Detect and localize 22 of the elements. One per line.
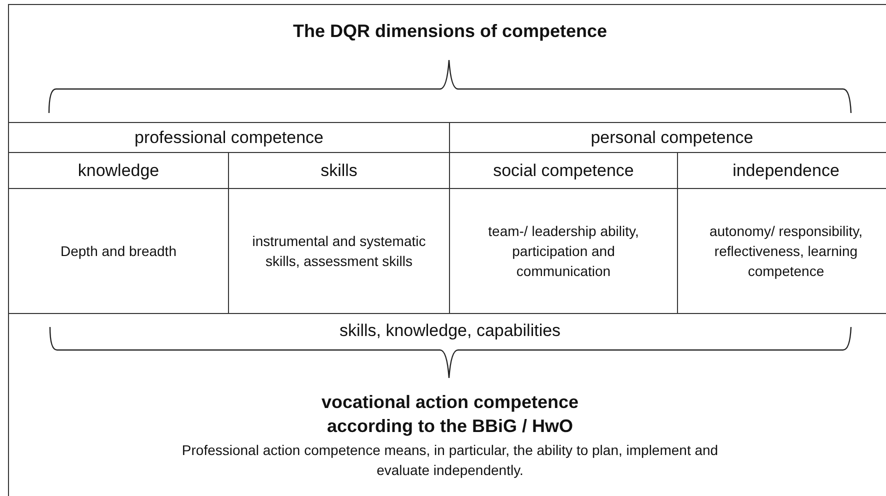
cell-text: knowledge — [76, 160, 160, 182]
cell-text: social competence — [492, 160, 635, 182]
cell-text: team-/ leadership ability, participation and communication — [487, 222, 640, 281]
table-cell — [449, 122, 886, 152]
table-cell — [677, 188, 886, 314]
table-cell — [228, 188, 449, 314]
cell-text: skills — [320, 160, 358, 182]
title: The DQR dimensions of competence — [292, 20, 608, 43]
band-label: skills, knowledge, capabilities — [338, 320, 562, 342]
cell-text: independence — [732, 160, 840, 182]
cell-text: instrumental and systematic skills, assessment skills — [251, 232, 427, 271]
cell-text: Depth and breadth — [60, 242, 178, 261]
heading-text: vocational action competence according to the BBiG / HwO — [320, 391, 580, 438]
cell-text: professional competence — [133, 126, 324, 149]
table-cell — [449, 188, 677, 314]
table-cell — [449, 152, 677, 188]
table-cell — [228, 152, 449, 188]
description-text: Professional action competence means, in particular, the ability to plan, implement and evaluate independently. — [180, 441, 720, 480]
cell-text: personal competence — [590, 126, 754, 149]
table-cell — [8, 188, 228, 314]
table-cell — [677, 152, 886, 188]
cell-text: autonomy/ responsibility, reflectiveness, learning competence — [708, 222, 864, 281]
